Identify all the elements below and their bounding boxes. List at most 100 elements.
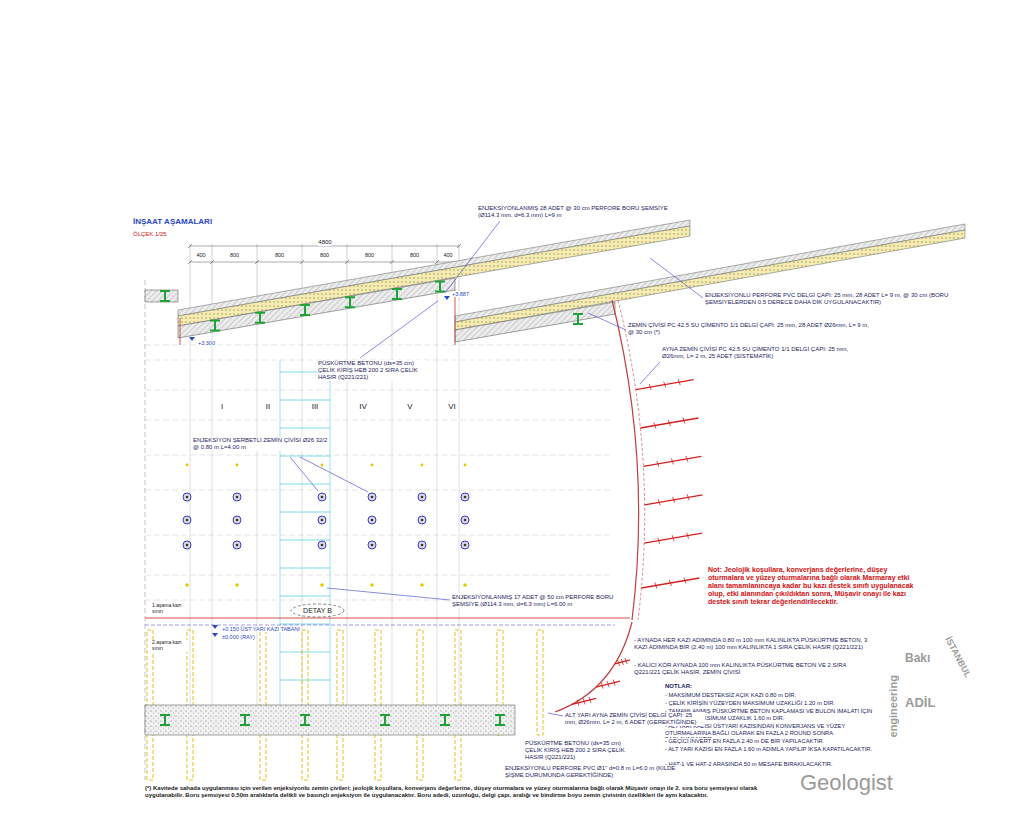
callout-text: PÜSKÜRTME BETONU (ds=35 cm) ÇELİK KİRİŞ …: [318, 360, 426, 381]
roman-numeral: II: [266, 402, 270, 411]
nail-tick: [678, 379, 680, 385]
steel-beam-symbol: [240, 715, 250, 725]
ladder-line: [280, 512, 330, 513]
grouted-nail-symbol: [368, 493, 376, 501]
grouted-nail-symbol: [421, 496, 424, 499]
steel-beam-symbol: [380, 715, 390, 725]
pipe-symbol: [321, 464, 324, 467]
grid-line: [190, 300, 191, 720]
ladder-line: [280, 624, 330, 625]
pipe-symbol: [236, 464, 239, 467]
nail-tick: [583, 698, 585, 704]
grouted-nail-symbol: [371, 544, 374, 547]
construction-line: [145, 420, 612, 421]
pipe-symbol: [463, 583, 467, 587]
construction-line: [145, 390, 612, 391]
grouted-nail-symbol: [183, 541, 191, 549]
nail-tick: [657, 461, 659, 467]
ladder-line: [280, 568, 330, 569]
grid-line: [437, 300, 438, 720]
construction-line: [145, 490, 612, 491]
pipe-symbol: [464, 464, 467, 467]
leader-line: [588, 313, 626, 330]
face-nail: [615, 660, 630, 664]
dimension-extension-line: [257, 244, 258, 300]
dimension-tick: [345, 260, 349, 264]
nail-tick: [687, 533, 689, 539]
bench-face: [555, 622, 632, 712]
pipe-symbol: [420, 583, 424, 587]
note-text: - AYNADA HER KAZI ADIMINDA 0.80 m 100 mm…: [634, 637, 874, 651]
grouted-nail-symbol: [236, 544, 239, 547]
nail-tick: [671, 458, 673, 464]
grouted-nail-symbol: [371, 519, 374, 522]
face-line: [180, 318, 181, 345]
face-nail: [572, 698, 596, 704]
elevation-label: +3.887: [452, 291, 469, 297]
steel-beam-symbol: [300, 715, 310, 725]
leader-line: [300, 457, 368, 492]
note-item: - ALT YARI KAZISI EN FAZLA 1.60 m ADIMLA…: [665, 746, 880, 753]
stage-label: 1.aşama kazı sınırı: [152, 603, 188, 615]
roman-numeral: VI: [448, 402, 456, 411]
detail-callout-ellipse: DETAY B: [290, 603, 345, 618]
dimension-extension-line: [212, 244, 213, 300]
grouted-nail-symbol: [233, 541, 241, 549]
ladder-line: [280, 596, 330, 597]
nail-tick: [589, 697, 591, 703]
grouted-nail-symbol: [418, 541, 426, 549]
grouted-nail-symbol: [368, 541, 376, 549]
leader-line: [640, 362, 660, 384]
steel-beam-symbol: [255, 313, 265, 323]
dimension-label: 800: [230, 252, 239, 258]
leader-line: [360, 301, 438, 358]
elevation-marker: [212, 625, 218, 629]
dimension-label: 800: [410, 252, 419, 258]
grouted-nail-symbol: [236, 496, 239, 499]
note-item: - HAT-1 VE HAT-2 ARASINDA 50 m MESAFE BI…: [665, 761, 880, 768]
roman-numeral: IV: [359, 402, 367, 411]
dimension-tick: [390, 260, 394, 264]
construction-line: [145, 575, 612, 576]
face-nail: [596, 681, 620, 687]
dimension-label: 800: [275, 252, 284, 258]
drawing-title: İNŞAAT AŞAMALARI: [133, 217, 212, 226]
elevation-marker: [189, 337, 195, 341]
grid-line: [257, 300, 258, 720]
callout-text: ENJEKSİYONLANMIŞ 28 ADET @ 30 cm PERFORE…: [478, 205, 678, 219]
grouted-nail-symbol: [183, 516, 191, 524]
nail-tick: [664, 382, 666, 388]
nail-tick: [618, 660, 620, 666]
leader-line: [548, 713, 563, 716]
grouted-nail-symbol: [464, 496, 467, 499]
callout-text: PÜSKÜRTME BETONU (ds=35 cm) ÇELİK KİRİŞ …: [525, 740, 635, 761]
steel-beam-symbol: [160, 715, 170, 725]
elevation-marker: [212, 633, 218, 637]
pipe-umbrella: [455, 230, 965, 330]
nail-tick: [669, 580, 671, 586]
face-nail: [643, 456, 701, 466]
dimension-line: [190, 262, 459, 263]
face-nail: [640, 418, 698, 428]
roman-numeral: I: [221, 402, 223, 411]
construction-line: [145, 455, 612, 456]
elevation-label: +3.300: [198, 340, 215, 346]
nail-tick: [683, 418, 685, 424]
grouted-nail-symbol: [464, 519, 467, 522]
excavation-floor: [145, 618, 630, 619]
nail-tick: [625, 658, 627, 664]
ladder-line: [280, 540, 330, 541]
leader-line: [290, 457, 318, 491]
dimension-tick: [255, 260, 259, 264]
note-item: - MAKSİMUM DESTEKSİZ AÇIK KAZI 0.80 m Dİ…: [665, 692, 880, 699]
grouted-nail-symbol: [421, 519, 424, 522]
grouted-nail-symbol: [371, 496, 374, 499]
detail-label: DETAY B: [303, 607, 332, 614]
steel-beam-symbol: [435, 282, 445, 292]
roman-numeral: III: [312, 402, 319, 411]
grouted-nail-symbol: [236, 519, 239, 522]
watermark: ADİL: [905, 696, 935, 711]
nail-tick: [687, 494, 689, 500]
shotcrete-lining: [178, 278, 455, 338]
watermark: Geologist: [800, 770, 893, 795]
